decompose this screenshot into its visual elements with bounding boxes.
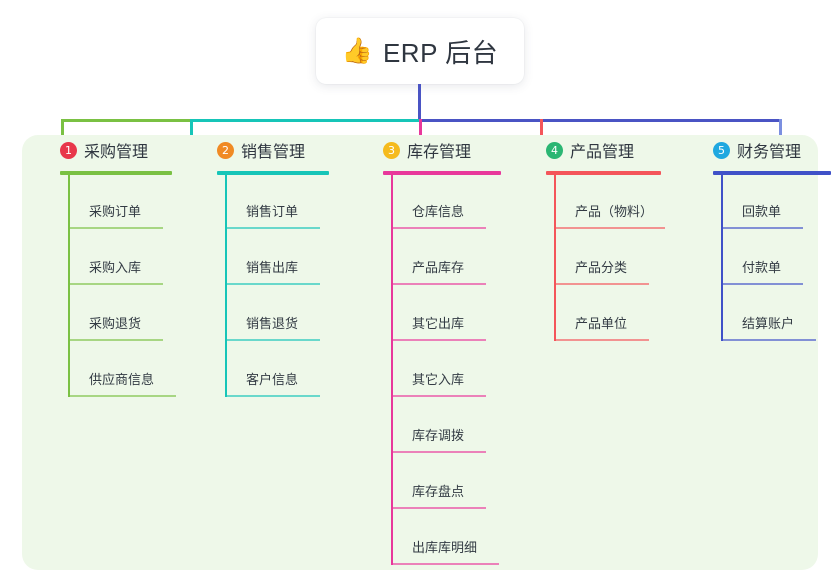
branch-spine	[554, 173, 556, 341]
root-title: ERP 后台	[382, 37, 499, 68]
branch-column-4: 4 产品管理产品（物料） 产品分类产品单位	[529, 135, 665, 341]
branch-item-label: 出库库明细	[412, 540, 478, 555]
branch-number-badge: 3	[383, 141, 400, 159]
branch-header-rule	[713, 171, 831, 175]
branch-header-2[interactable]: 2 销售管理	[200, 135, 305, 165]
branch-item-label: 产品（物料）	[575, 204, 654, 219]
branch-item-rule	[721, 227, 803, 229]
branch-item-rule	[391, 507, 486, 509]
branch-column-3: 3 库存管理仓库信息产品库存其它出库其它入库库存调拨库存盘点出库库明细	[366, 135, 501, 565]
branch-number-badge: 4	[546, 141, 563, 159]
branch-item-label: 销售出库	[246, 260, 299, 275]
branch-item-rule	[68, 339, 163, 341]
branch-header-1[interactable]: 1 采购管理	[43, 135, 148, 165]
branch-item-rule	[225, 283, 320, 285]
branch-item-label: 供应商信息	[89, 372, 155, 387]
root-stem-line	[418, 84, 421, 121]
branch-column-2: 2 销售管理销售订单销售出库销售退货客户信息	[200, 135, 329, 397]
branch-item-label: 客户信息	[246, 372, 299, 387]
branch-item-rule	[391, 283, 486, 285]
branch-spine	[391, 173, 393, 565]
bus-segment-2	[190, 119, 422, 122]
branch-header-3[interactable]: 3 库存管理	[366, 135, 471, 165]
branch-item-label: 库存盘点	[412, 484, 465, 499]
branch-header-rule	[60, 171, 172, 175]
branch-item-label: 采购入库	[89, 260, 142, 275]
branch-item-label: 销售退货	[246, 316, 299, 331]
branch-item-rule	[391, 451, 486, 453]
branch-item-rule	[391, 339, 486, 341]
branch-item-rule	[68, 227, 163, 229]
branch-item-rule	[721, 339, 816, 341]
branch-item-rule	[554, 339, 649, 341]
branch-header-5[interactable]: 5 财务管理	[696, 135, 801, 165]
branch-item-rule	[391, 563, 499, 565]
branch-item-label: 回款单	[742, 204, 782, 219]
branch-spine	[225, 173, 227, 397]
branch-number-badge: 5	[713, 141, 730, 159]
branch-item-rule	[391, 227, 486, 229]
branch-header-rule	[546, 171, 661, 175]
branch-title: 产品管理	[570, 144, 635, 161]
branch-item-label: 结算账户	[742, 316, 795, 331]
branch-number-badge: 1	[60, 141, 77, 159]
branch-item-rule	[554, 283, 649, 285]
branches-panel	[22, 135, 818, 570]
branch-item-rule	[554, 227, 665, 229]
branch-spine	[721, 173, 723, 341]
branch-item-label: 产品库存	[412, 260, 465, 275]
branch-item-label: 仓库信息	[412, 204, 465, 219]
branch-item-label: 付款单	[742, 260, 782, 275]
branch-item-label: 产品单位	[575, 316, 628, 331]
branch-header-4[interactable]: 4 产品管理	[529, 135, 634, 165]
branch-item-rule	[225, 339, 320, 341]
branch-item-label: 其它入库	[412, 372, 465, 387]
branch-item-rule	[68, 395, 176, 397]
branch-title: 财务管理	[737, 144, 802, 161]
branch-item-label: 采购退货	[89, 316, 142, 331]
branch-item-label: 采购订单	[89, 204, 142, 219]
branch-spine	[68, 173, 70, 397]
branch-item-label: 产品分类	[575, 260, 628, 275]
thumbs-up-icon: 👍	[341, 36, 373, 65]
branch-item-rule	[68, 283, 163, 285]
branch-item-label: 销售订单	[246, 204, 299, 219]
branch-title: 采购管理	[84, 144, 149, 161]
branch-title: 销售管理	[241, 144, 306, 161]
branch-item-rule	[721, 283, 803, 285]
root-node-card[interactable]: 👍 ERP 后台	[316, 18, 524, 84]
branch-item-rule	[225, 227, 320, 229]
branch-header-rule	[383, 171, 501, 175]
branch-item-label: 其它出库	[412, 316, 465, 331]
branch-column-5: 5 财务管理回款单付款单结算账户	[696, 135, 831, 341]
branch-column-1: 1 采购管理采购订单采购入库采购退货供应商信息	[43, 135, 176, 397]
bus-segment-4	[479, 119, 782, 122]
branch-header-rule	[217, 171, 329, 175]
branch-item-rule	[391, 395, 486, 397]
branch-item-rule	[225, 395, 320, 397]
branch-number-badge: 2	[217, 141, 234, 159]
branch-item-label: 库存调拨	[412, 428, 465, 443]
bus-segment-1	[61, 119, 193, 122]
branch-title: 库存管理	[407, 144, 472, 161]
bus-segment-3	[419, 119, 482, 122]
